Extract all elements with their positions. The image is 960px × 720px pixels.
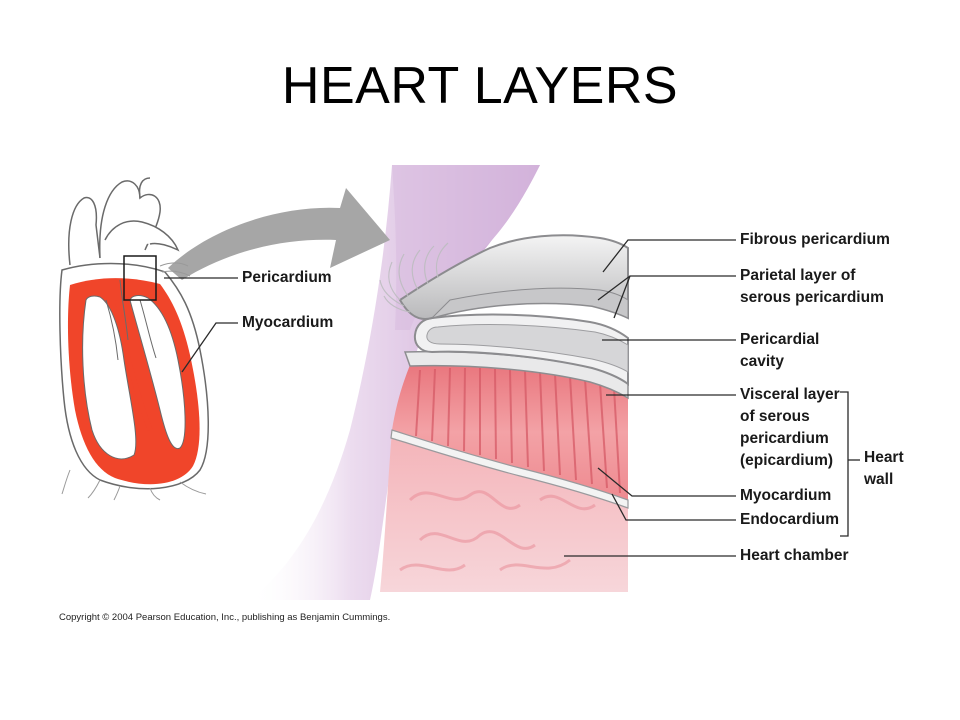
label-visceral-line3: pericardium: [740, 430, 829, 447]
label-endocardium: Endocardium: [740, 511, 840, 528]
label-myocardium-small: Myocardium: [242, 314, 334, 331]
label-myocardium: Myocardium: [740, 487, 832, 504]
label-visceral-line1: Visceral layer: [740, 386, 840, 403]
label-fibrous-pericardium: Fibrous pericardium: [740, 231, 890, 248]
label-visceral-line2: of serous: [740, 408, 810, 425]
slide-title: HEART LAYERS: [281, 57, 679, 115]
label-heart-wall-line2: wall: [864, 471, 894, 488]
enlarged-section: [250, 165, 629, 600]
label-visceral-line4: (epicardium): [740, 452, 834, 469]
label-heart-chamber: Heart chamber: [740, 547, 849, 564]
label-pericardial-line2: cavity: [740, 353, 784, 370]
label-pericardial-line1: Pericardial: [740, 331, 820, 348]
label-pericardium: Pericardium: [242, 269, 332, 286]
zoom-box: [123, 255, 157, 301]
heart-illustration: [59, 177, 209, 501]
label-parietal-line2: serous pericardium: [740, 289, 884, 306]
copyright-notice: Copyright © 2004 Pearson Education, Inc.…: [59, 612, 391, 623]
leader-lines: [164, 239, 860, 557]
label-heart-wall-line1: Heart: [864, 449, 904, 466]
label-parietal-line1: Parietal layer of: [740, 267, 856, 284]
zoom-arrow: [168, 188, 390, 280]
